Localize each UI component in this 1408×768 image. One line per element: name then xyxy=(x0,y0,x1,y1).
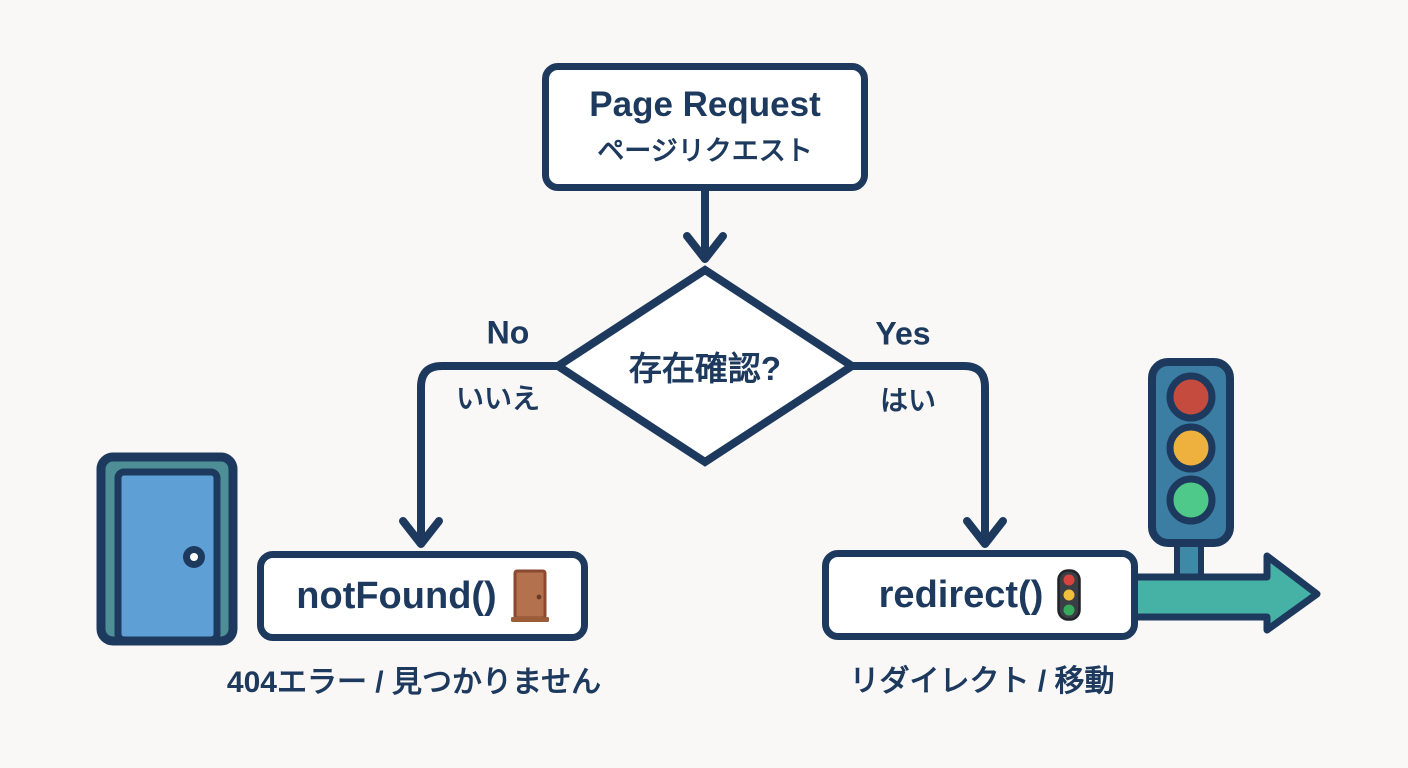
forward-arrow xyxy=(1124,552,1321,634)
yes-branch-connector xyxy=(848,362,989,544)
arrowhead-no-branch xyxy=(399,517,443,548)
notfound-caption: 404エラー / 見つかりません xyxy=(226,666,602,699)
door-icon xyxy=(510,569,549,622)
amber-light xyxy=(1166,423,1216,473)
arrowhead-start-to-decision xyxy=(683,232,727,263)
green-light xyxy=(1166,475,1216,525)
start-node-subtitle: ページリクエスト xyxy=(597,136,813,167)
redirect-code-label: redirect() xyxy=(878,573,1044,616)
decision-question-label: 存在確認? xyxy=(628,350,782,387)
start-node: Page Request ページリクエスト xyxy=(542,63,868,191)
traffic-light-icon xyxy=(1057,569,1082,621)
door-illustration xyxy=(96,452,238,646)
traffic-light-illustration xyxy=(1124,358,1321,634)
no-branch-connector xyxy=(417,362,562,544)
notfound-node: notFound() xyxy=(257,551,588,641)
redirect-node: redirect() xyxy=(822,550,1138,640)
start-node-title: Page Request xyxy=(589,84,821,124)
red-light xyxy=(1166,372,1216,422)
yes-branch-label-en: Yes xyxy=(875,315,931,352)
yes-branch-label-ja: はい xyxy=(879,385,937,416)
redirect-caption: リダイレクト / 移動 xyxy=(849,665,1115,698)
no-branch-label-ja: いいえ xyxy=(455,383,541,414)
decision-diamond-shape xyxy=(550,265,860,467)
no-branch-label-en: No xyxy=(486,314,530,351)
notfound-code-label: notFound() xyxy=(296,574,497,617)
arrowhead-yes-branch xyxy=(963,517,1007,548)
door-panel xyxy=(114,468,221,644)
door-knob-highlight xyxy=(190,553,198,561)
